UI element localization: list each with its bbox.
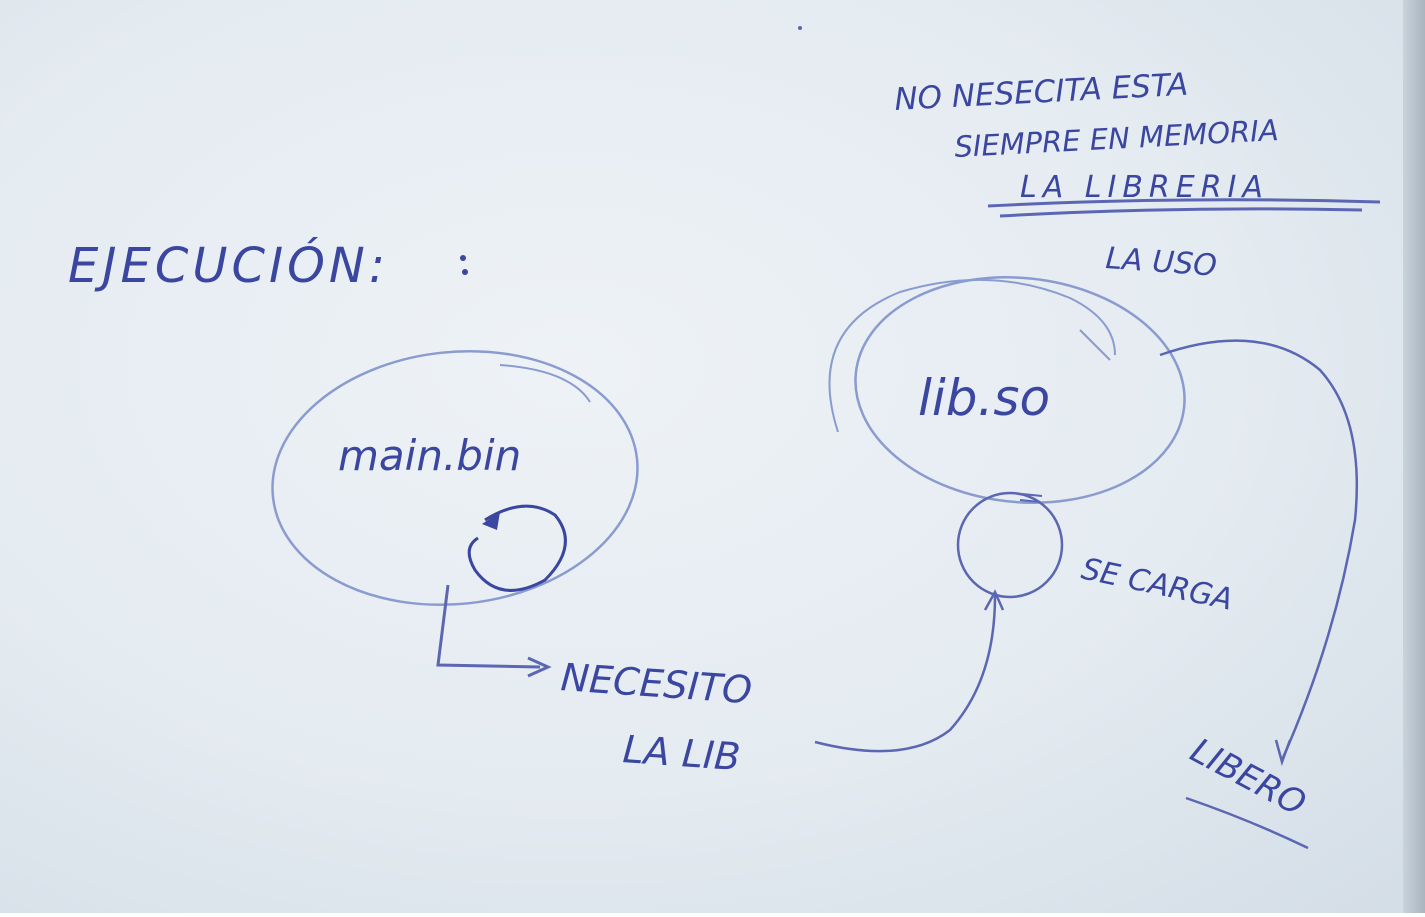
loading-circle-top-mark: [1011, 492, 1043, 503]
loading-circle: [956, 491, 1064, 599]
need-lib-arrowhead-icon: [527, 656, 552, 678]
need-lib-line-1: NECESITO: [559, 655, 753, 712]
note-line-2: SIEMPRE EN MEMORIA: [954, 113, 1280, 164]
stray-dot: [798, 26, 802, 30]
release-underline: [1185, 796, 1309, 850]
note-line-1: NO NESECITA ESTA: [894, 67, 1189, 118]
lib-so-outer-arc: [828, 278, 1116, 433]
uses-label: LA USO: [1104, 241, 1218, 284]
note-underline-second: [999, 207, 1363, 218]
stray-dot: [462, 269, 468, 275]
whiteboard-frame-edge: [1403, 0, 1425, 913]
load-arrowhead-icon: [983, 589, 1005, 611]
lib-so-circle: [854, 276, 1186, 504]
stray-dot: [460, 255, 466, 261]
main-bin-loop-icon: [467, 504, 567, 592]
note-underline: [987, 198, 1381, 208]
load-arrow: [814, 595, 997, 753]
title-text: EJECUCIÓN:: [68, 237, 389, 294]
release-label: LIBERO: [1184, 731, 1312, 825]
release-arrow: [1159, 339, 1359, 761]
need-lib-line-2: LA LIB: [621, 727, 741, 779]
lib-so-arc-tick: [1079, 329, 1111, 361]
need-lib-arrow: [436, 584, 541, 669]
load-label: SE CARGA: [1078, 552, 1236, 618]
main-bin-label: main.bin: [338, 431, 521, 480]
lib-so-label: lib.so: [918, 369, 1050, 427]
release-arrowhead-icon: [1274, 739, 1292, 767]
main-bin-circle-overlap: [499, 364, 591, 403]
main-bin-circle: [271, 349, 639, 607]
main-bin-loop-arrowhead-icon: [482, 512, 500, 530]
